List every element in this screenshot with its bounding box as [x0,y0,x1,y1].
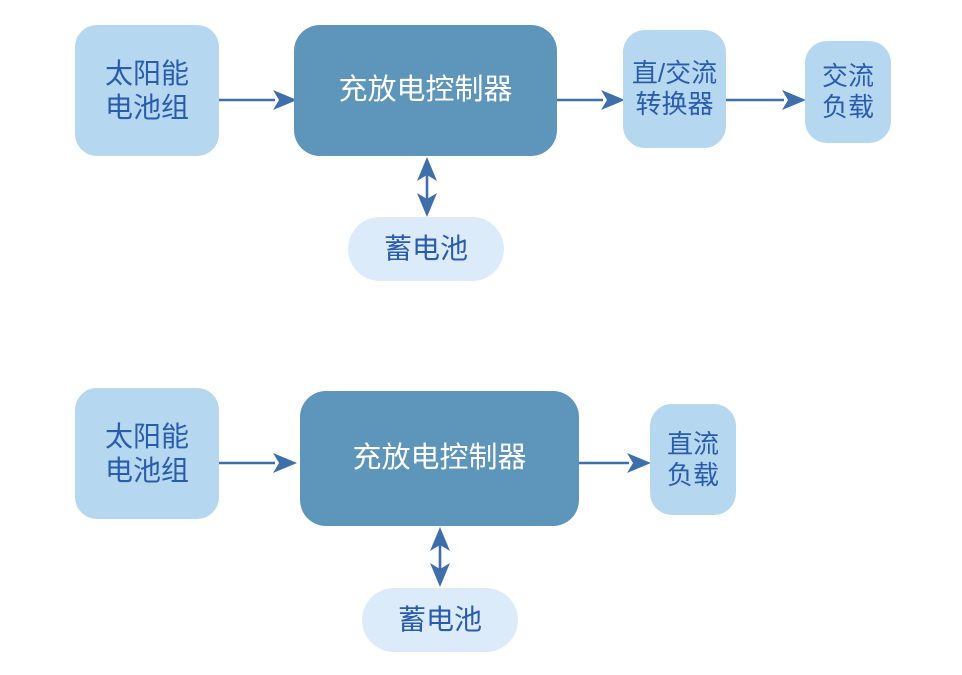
connector-solar-to-controller-ac [219,90,297,110]
connector-controller-to-dc-load [579,453,651,473]
connector-solar-to-controller-dc [219,453,297,473]
node-charge-discharge-controller-ac[interactable]: 充放电控制器 [294,25,557,156]
node-dc-ac-converter[interactable]: 直/交流 转换器 [623,30,726,148]
node-storage-battery-dc[interactable]: 蓄电池 [362,588,518,652]
connector-controller-to-battery-dc [430,527,450,587]
node-storage-battery-ac[interactable]: 蓄电池 [348,217,504,281]
node-dc-load[interactable]: 直流 负载 [650,404,736,515]
connector-controller-to-battery-ac [417,157,437,217]
node-solar-array-dc[interactable]: 太阳能 电池组 [75,388,219,519]
connector-converter-to-ac-load [726,90,806,110]
node-charge-discharge-controller-dc[interactable]: 充放电控制器 [300,391,579,526]
connector-controller-to-converter-ac [557,90,625,110]
node-ac-load[interactable]: 交流 负载 [805,41,891,143]
node-solar-array-ac[interactable]: 太阳能 电池组 [75,25,219,156]
